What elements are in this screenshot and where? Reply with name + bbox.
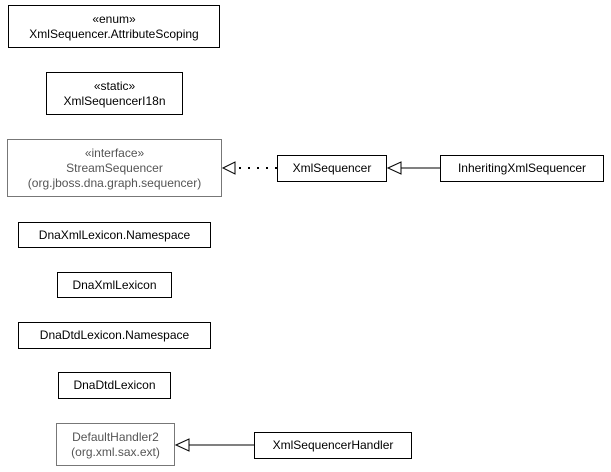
package-label: (org.jboss.dna.graph.sequencer) bbox=[27, 175, 202, 190]
class-xmlsequencer-attributescoping[interactable]: «enum» XmlSequencer.AttributeScoping bbox=[8, 5, 220, 48]
class-name: XmlSequencerHandler bbox=[272, 438, 394, 452]
class-name: XmlSequencerI18n bbox=[63, 93, 166, 108]
class-name: XmlSequencer bbox=[292, 161, 372, 175]
class-xmlsequenceri18n[interactable]: «static» XmlSequencerI18n bbox=[46, 72, 183, 115]
realization-arrowhead bbox=[221, 161, 236, 175]
package-label: (org.xml.sax.ext) bbox=[71, 444, 160, 459]
class-name: InheritingXmlSequencer bbox=[457, 161, 587, 175]
class-name: DefaultHandler2 bbox=[72, 429, 159, 444]
generalization-arrowhead bbox=[386, 161, 402, 175]
class-name: DnaDtdLexicon.Namespace bbox=[39, 328, 190, 342]
class-name: DnaXmlLexicon.Namespace bbox=[38, 227, 191, 242]
class-name: DnaDtdLexicon bbox=[73, 378, 156, 392]
class-name: XmlSequencer.AttributeScoping bbox=[29, 26, 199, 41]
class-xmlsequencerhandler[interactable]: XmlSequencerHandler bbox=[254, 432, 412, 459]
class-name: DnaXmlLexicon bbox=[72, 277, 157, 292]
stereotype-label: «enum» bbox=[92, 11, 136, 26]
stereotype-label: «interface» bbox=[84, 145, 145, 160]
class-dnaxmllexicon-namespace[interactable]: DnaXmlLexicon.Namespace bbox=[18, 222, 211, 248]
class-dnadtdlexicon[interactable]: DnaDtdLexicon bbox=[58, 372, 171, 399]
stereotype-label: «static» bbox=[93, 78, 136, 93]
class-xmlsequencer[interactable]: XmlSequencer bbox=[277, 155, 387, 182]
class-dnadtdlexicon-namespace[interactable]: DnaDtdLexicon.Namespace bbox=[18, 322, 211, 349]
class-dnaxmllexicon[interactable]: DnaXmlLexicon bbox=[57, 272, 172, 298]
interface-streamsequencer[interactable]: «interface» StreamSequencer (org.jboss.d… bbox=[7, 139, 222, 197]
generalization-arrowhead bbox=[174, 438, 190, 452]
class-inheritingxmlsequencer[interactable]: InheritingXmlSequencer bbox=[440, 155, 604, 182]
class-defaulthandler2[interactable]: DefaultHandler2 (org.xml.sax.ext) bbox=[56, 423, 175, 466]
class-name: StreamSequencer bbox=[66, 160, 163, 175]
